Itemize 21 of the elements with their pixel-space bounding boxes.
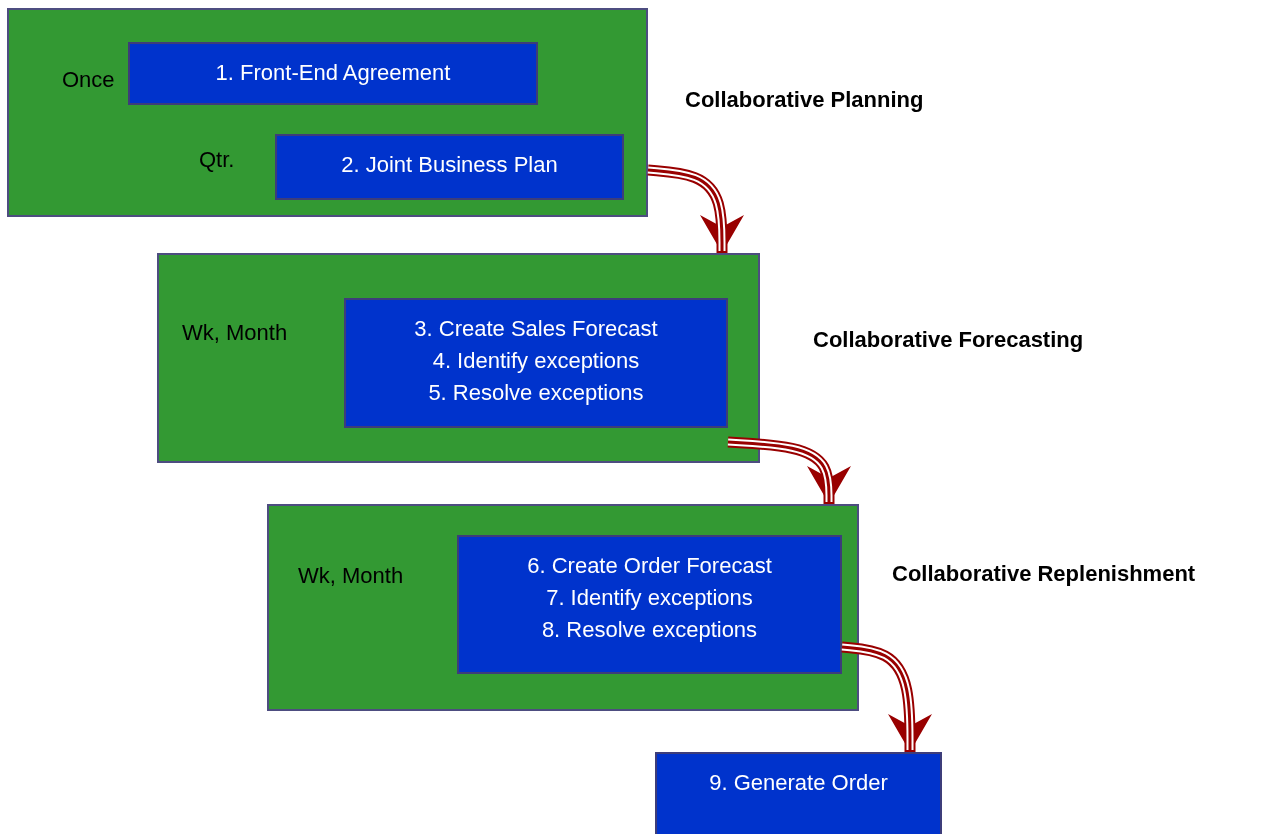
phase-title: Collaborative Replenishment	[892, 561, 1196, 587]
step-label: 4. Identify exceptions	[432, 347, 640, 375]
process-box	[344, 298, 728, 428]
step-label: 7. Identify exceptions	[546, 584, 753, 612]
frequency-label: Qtr.	[199, 147, 235, 173]
frequency-label: Wk, Month	[182, 320, 288, 346]
step-label: 3. Create Sales Forecast	[414, 315, 658, 343]
process-box	[128, 42, 538, 105]
phase-title: Collaborative Forecasting	[813, 327, 1084, 353]
step-label: 1. Front-End Agreement	[215, 59, 451, 87]
phase-title: Collaborative Planning	[685, 87, 924, 113]
step-label: 5. Resolve exceptions	[428, 379, 644, 407]
frequency-label: Wk, Month	[298, 563, 404, 589]
step-label: 9. Generate Order	[709, 769, 888, 797]
process-box	[655, 752, 942, 834]
process-box	[457, 535, 842, 674]
frequency-label: Once	[62, 67, 115, 93]
step-label: 2. Joint Business Plan	[341, 151, 558, 179]
step-label: 6. Create Order Forecast	[527, 552, 772, 580]
step-label: 8. Resolve exceptions	[541, 616, 758, 644]
process-box	[275, 134, 624, 200]
